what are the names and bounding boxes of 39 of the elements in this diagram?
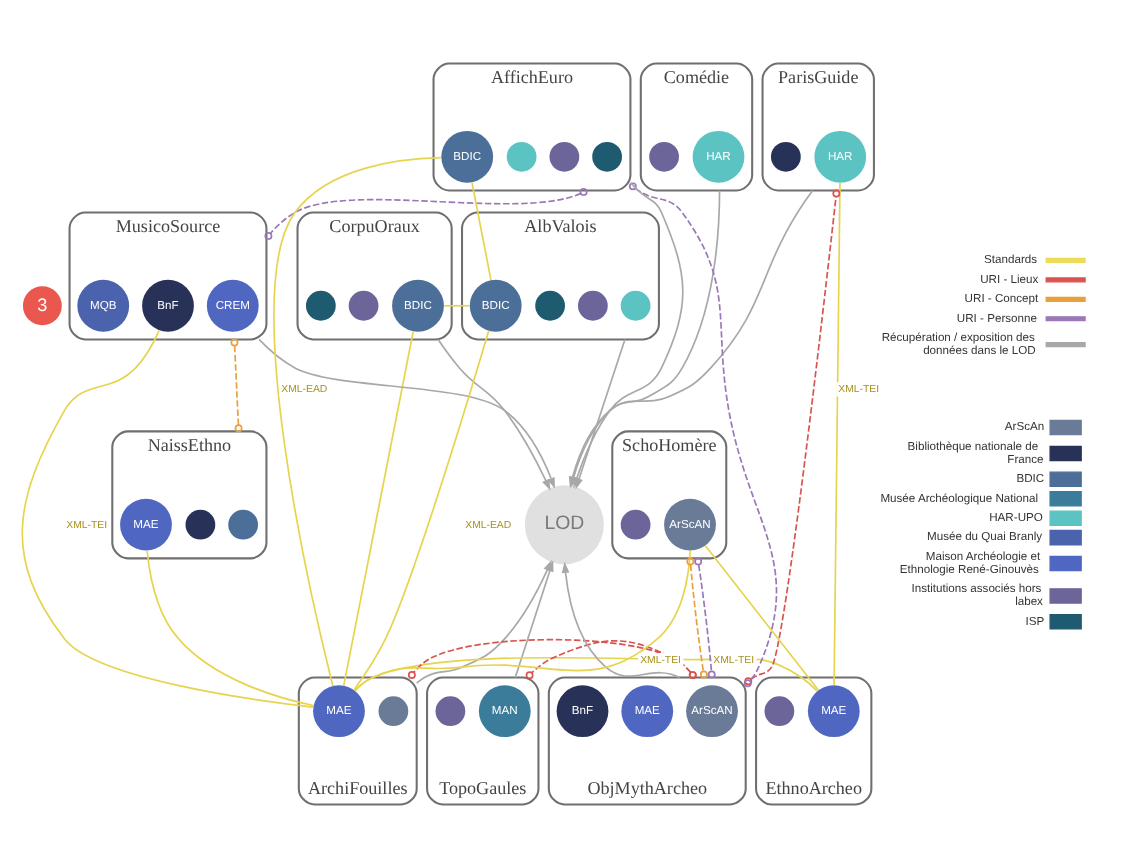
- connector: [273, 156, 442, 687]
- node-circle: [435, 696, 466, 727]
- node-circle: [649, 141, 679, 172]
- node-circle: [185, 509, 216, 540]
- connector: [353, 329, 490, 691]
- node-circle: [620, 290, 651, 321]
- connector: [443, 304, 471, 307]
- connector: [407, 638, 697, 680]
- node-circle: [535, 290, 565, 321]
- node-circle: LOD: [524, 485, 604, 565]
- connector: [744, 189, 841, 686]
- node-circle: [549, 141, 580, 172]
- arrow: [437, 338, 551, 491]
- node-circle: [348, 290, 379, 321]
- connector: [146, 549, 315, 707]
- connector: [628, 182, 778, 688]
- connector: [471, 181, 492, 281]
- connector: [353, 549, 692, 692]
- connector: [704, 544, 819, 691]
- node-circle: [770, 141, 801, 172]
- connector: [230, 338, 243, 433]
- connector: [525, 640, 697, 680]
- node-circle: [228, 509, 258, 540]
- node-circle: 3: [22, 286, 62, 326]
- node-circle: [378, 696, 409, 727]
- connector: [342, 330, 414, 687]
- connector: [264, 187, 588, 240]
- connector: [21, 329, 314, 708]
- arrow: [561, 561, 681, 679]
- node-circle: [592, 141, 622, 172]
- node-circle: [620, 509, 651, 540]
- connector: [686, 557, 708, 679]
- node-circle: [506, 141, 537, 172]
- connector: [833, 182, 841, 686]
- node-circle: [764, 696, 795, 727]
- node-circle: [577, 290, 608, 321]
- node-circle: [305, 290, 336, 321]
- connector: [694, 557, 716, 679]
- arrow: [258, 338, 555, 489]
